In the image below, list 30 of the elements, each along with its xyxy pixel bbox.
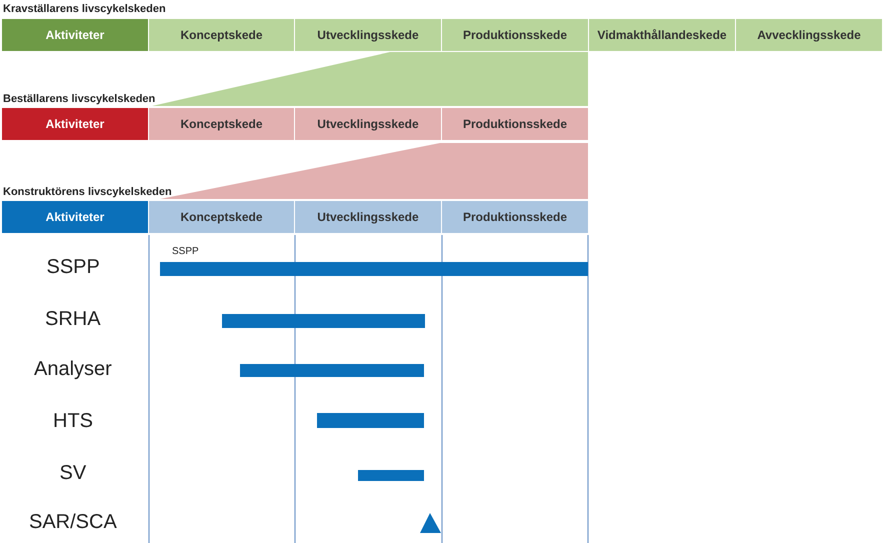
phase-cell: Utvecklingsskede [295, 201, 441, 233]
activity-bar [317, 413, 424, 428]
activity-bar [240, 364, 424, 377]
activity-label: HTS [53, 410, 93, 433]
activity-label: SSPP [46, 256, 100, 279]
phase-cell: Konceptskede [149, 201, 294, 233]
header-cell: Aktiviteter [2, 108, 148, 140]
header-cell: Aktiviteter [2, 201, 148, 233]
phase-cell: Konceptskede [149, 108, 294, 140]
phase-cell: Avvecklingsskede [736, 19, 882, 51]
activity-label: SRHA [45, 308, 101, 331]
activity-label: SV [60, 462, 86, 485]
phase-cell: Produktionsskede [442, 19, 588, 51]
row-title: Konstruktörens livscykelskeden [3, 186, 172, 198]
activity-label: SAR/SCA [29, 511, 117, 534]
milestone-triangle [420, 513, 441, 533]
activity-bar [358, 470, 424, 481]
activity-bar [160, 262, 588, 276]
activity-label: Analyser [34, 358, 112, 381]
bar-label: SSPP [172, 246, 199, 257]
phase-cell: Konceptskede [149, 19, 294, 51]
phase-cell: Utvecklingsskede [295, 108, 441, 140]
row-title: Kravställarens livscykelskeden [3, 3, 166, 15]
phase-cell: Produktionsskede [442, 108, 588, 140]
phase-cell: Produktionsskede [442, 201, 588, 233]
phase-cell: Vidmakthållandeskede [589, 19, 735, 51]
header-cell: Aktiviteter [2, 19, 148, 51]
row-title: Beställarens livscykelskeden [3, 93, 156, 105]
phase-cell: Utvecklingsskede [295, 19, 441, 51]
activity-bar [222, 314, 425, 328]
